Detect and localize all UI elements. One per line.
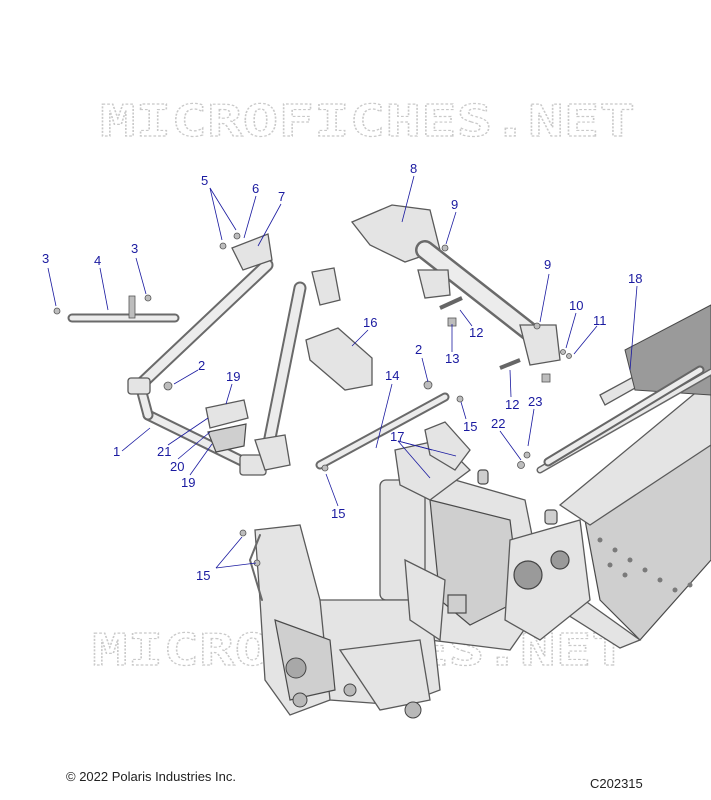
callout-18: 18 — [628, 271, 642, 286]
part-8-support — [350, 204, 561, 366]
callout-19: 19 — [181, 475, 195, 490]
callout-13: 13 — [445, 351, 459, 366]
callout-5: 5 — [201, 173, 208, 188]
callout-15: 15 — [196, 568, 210, 583]
callout-23: 23 — [528, 394, 542, 409]
callout-17: 17 — [390, 429, 404, 444]
callout-9: 9 — [451, 197, 458, 212]
callout-12: 12 — [505, 397, 519, 412]
part-16-bracket — [305, 327, 373, 391]
callout-3: 3 — [131, 241, 138, 256]
figure-code: C202315 — [590, 776, 643, 791]
part-17-bracket — [424, 421, 471, 471]
part-12-link-b — [499, 358, 521, 370]
part-18-rod — [543, 365, 705, 467]
part-12-link-a — [439, 296, 463, 310]
bulkhead-assembly — [379, 439, 591, 651]
part-14-rod — [315, 392, 450, 470]
part-21-plate — [205, 399, 249, 429]
callout-15: 15 — [463, 419, 477, 434]
callout-4: 4 — [94, 253, 101, 268]
callout-2: 2 — [415, 342, 422, 357]
callout-15: 15 — [331, 506, 345, 521]
callout-8: 8 — [410, 161, 417, 176]
part-20-plate — [207, 423, 247, 453]
callout-2: 2 — [198, 358, 205, 373]
leader-lines — [47, 175, 638, 569]
callout-19: 19 — [226, 369, 240, 384]
callout-1: 1 — [113, 444, 120, 459]
front-frame — [248, 524, 446, 719]
fasteners — [53, 232, 572, 567]
callout-3: 3 — [42, 251, 49, 266]
callout-20: 20 — [170, 459, 184, 474]
copyright-text: © 2022 Polaris Industries Inc. — [66, 769, 236, 784]
watermark-top: MICROFICHES.NET — [100, 96, 635, 147]
callout-9: 9 — [544, 257, 551, 272]
callout-12: 12 — [469, 325, 483, 340]
part-6-bracket — [231, 233, 273, 271]
callouts: 1 2 2 3 3 4 5 6 7 8 9 9 10 11 12 12 13 1… — [42, 161, 642, 583]
callout-6: 6 — [252, 181, 259, 196]
upper-mount-bracket — [311, 267, 341, 306]
callout-11: 11 — [593, 313, 607, 328]
callout-14: 14 — [385, 368, 399, 383]
part-4-rod — [67, 295, 180, 323]
callout-10: 10 — [569, 298, 583, 313]
callout-7: 7 — [278, 189, 285, 204]
callout-21: 21 — [157, 444, 171, 459]
upright-tube — [254, 281, 307, 471]
callout-22: 22 — [491, 416, 505, 431]
callout-16: 16 — [363, 315, 377, 330]
